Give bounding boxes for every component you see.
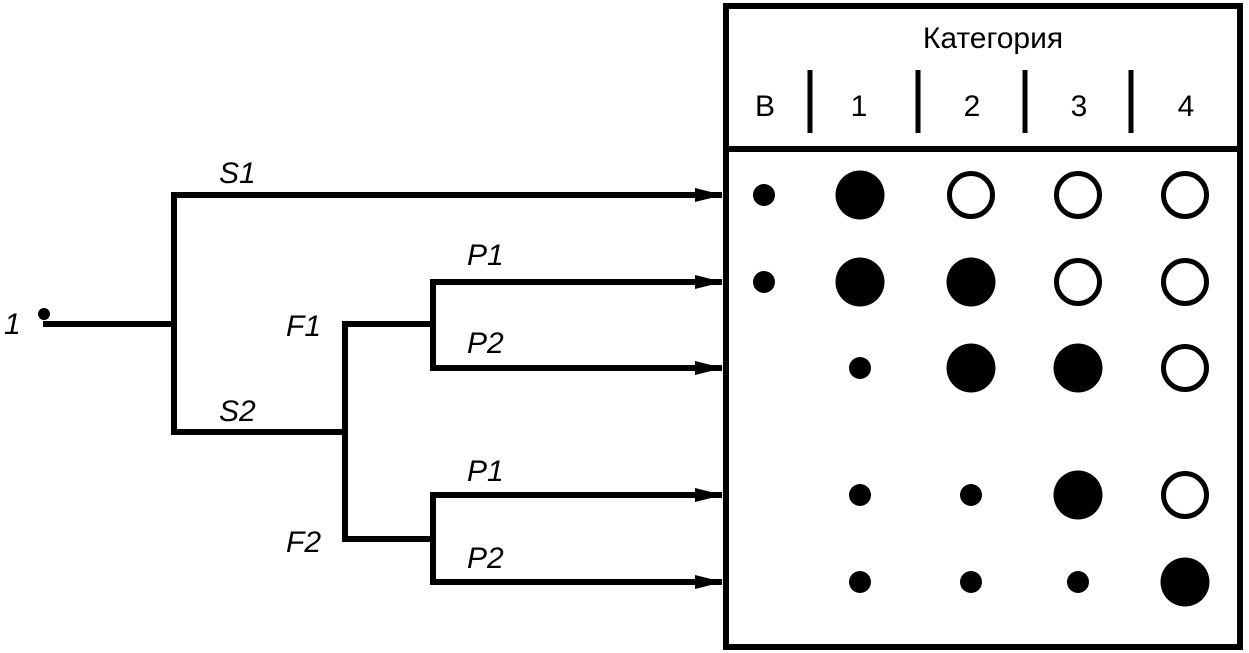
column-header-b: В — [755, 90, 775, 123]
open-circle-mark — [1161, 171, 1209, 219]
label-p2-bottom: P2 — [467, 542, 504, 575]
column-header-3: 3 — [1071, 90, 1088, 123]
label-p2-top: P2 — [467, 327, 504, 360]
small-dot-mark — [849, 484, 871, 506]
open-circle-mark — [1161, 471, 1209, 519]
open-circle-mark — [1161, 344, 1209, 392]
small-dot-mark — [1067, 571, 1089, 593]
column-header-2: 2 — [964, 90, 981, 123]
category-table: Категория В 1 2 3 4 — [723, 3, 1243, 650]
large-filled-circle-mark — [835, 170, 885, 220]
open-circle-mark — [1054, 258, 1102, 306]
label-f2: F2 — [286, 526, 321, 559]
label-p1-top: P1 — [467, 239, 504, 272]
column-header-4: 4 — [1178, 90, 1195, 123]
small-dot-mark — [849, 357, 871, 379]
large-filled-circle-mark — [946, 343, 996, 393]
tree-lines — [43, 188, 723, 589]
open-circle-mark — [1161, 258, 1209, 306]
large-filled-circle-mark — [1160, 557, 1210, 607]
label-f1: F1 — [286, 310, 321, 343]
small-dot-mark — [960, 484, 982, 506]
start-node — [38, 308, 50, 320]
column-separators — [807, 70, 1134, 133]
small-dot-mark — [960, 571, 982, 593]
table-frame — [723, 3, 1243, 650]
category-marks — [753, 170, 1210, 607]
label-s1: S1 — [219, 157, 256, 190]
large-filled-circle-mark — [835, 257, 885, 307]
open-circle-mark — [947, 171, 995, 219]
open-circle-mark — [1054, 171, 1102, 219]
label-s2: S2 — [219, 395, 256, 428]
label-p1-bottom: P1 — [467, 455, 504, 488]
small-dot-mark — [753, 271, 775, 293]
large-filled-circle-mark — [946, 257, 996, 307]
table-title: Категория — [923, 22, 1063, 55]
column-header-1: 1 — [851, 90, 868, 123]
large-filled-circle-mark — [1053, 343, 1103, 393]
start-label: 1 — [4, 308, 21, 341]
large-filled-circle-mark — [1053, 470, 1103, 520]
small-dot-mark — [753, 184, 775, 206]
small-dot-mark — [849, 571, 871, 593]
